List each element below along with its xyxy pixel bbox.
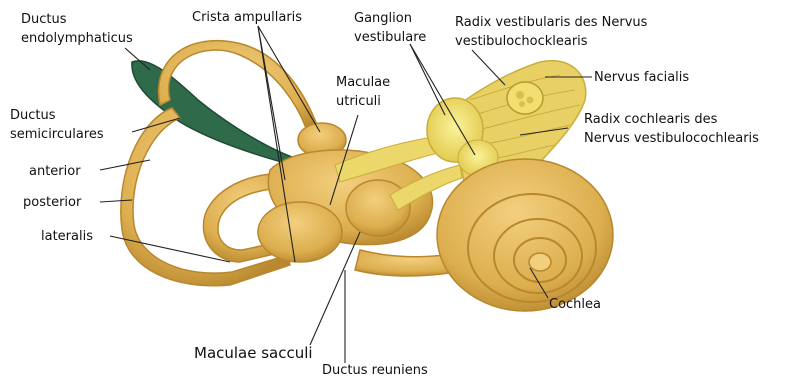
label-ductus-endolymphaticus-line2: endolymphaticus xyxy=(21,29,133,48)
nervus-facialis-shape xyxy=(507,82,543,114)
label-maculae-utriculi: Maculae utriculi xyxy=(336,73,390,111)
label-radix-cochlearis-line1: Radix cochlearis des xyxy=(584,110,759,129)
label-nervus-facialis: Nervus facialis xyxy=(594,69,689,86)
label-ductus-endolymphaticus-line1: Ductus xyxy=(21,10,133,29)
label-ganglion-vestibulare-line2: vestibulare xyxy=(354,28,426,47)
label-maculae-utriculi-line2: utriculi xyxy=(336,92,390,111)
vestibule-lower-shape xyxy=(258,202,342,262)
label-radix-vestibularis: Radix vestibularis des Nervus vestibuloc… xyxy=(455,13,647,51)
label-radix-cochlearis-line2: Nervus vestibulocochlearis xyxy=(584,129,759,148)
label-cochlea: Cochlea xyxy=(549,296,601,313)
label-radix-vestibularis-line2: vestibulochocklearis xyxy=(455,32,647,51)
label-ductus-semicirculares-line1: Ductus xyxy=(10,106,104,125)
label-maculae-utriculi-line1: Maculae xyxy=(336,73,390,92)
label-ganglion-vestibulare: Ganglion vestibulare xyxy=(354,9,426,47)
label-ductus-reuniens: Ductus reuniens xyxy=(322,362,428,379)
label-lateralis: lateralis xyxy=(41,228,93,245)
label-anterior: anterior xyxy=(29,163,81,180)
cochlea-shape xyxy=(437,159,613,311)
nerve-bundle-dot xyxy=(519,101,525,107)
label-crista-ampullaris: Crista ampullaris xyxy=(192,9,302,26)
label-maculae-sacculi: Maculae sacculi xyxy=(194,345,313,362)
label-posterior: posterior xyxy=(23,194,81,211)
label-radix-vestibularis-line1: Radix vestibularis des Nervus xyxy=(455,13,647,32)
label-ganglion-vestibulare-line1: Ganglion xyxy=(354,9,426,28)
label-ductus-endolymphaticus: Ductus endolymphaticus xyxy=(21,10,133,48)
label-ductus-semicirculares: Ductus semicirculares xyxy=(10,106,104,144)
nerve-bundle-dot xyxy=(516,91,524,99)
nerve-bundle-dot xyxy=(527,97,534,104)
label-radix-cochlearis: Radix cochlearis des Nervus vestibulococ… xyxy=(584,110,759,148)
label-ductus-semicirculares-line2: semicirculares xyxy=(10,125,104,144)
